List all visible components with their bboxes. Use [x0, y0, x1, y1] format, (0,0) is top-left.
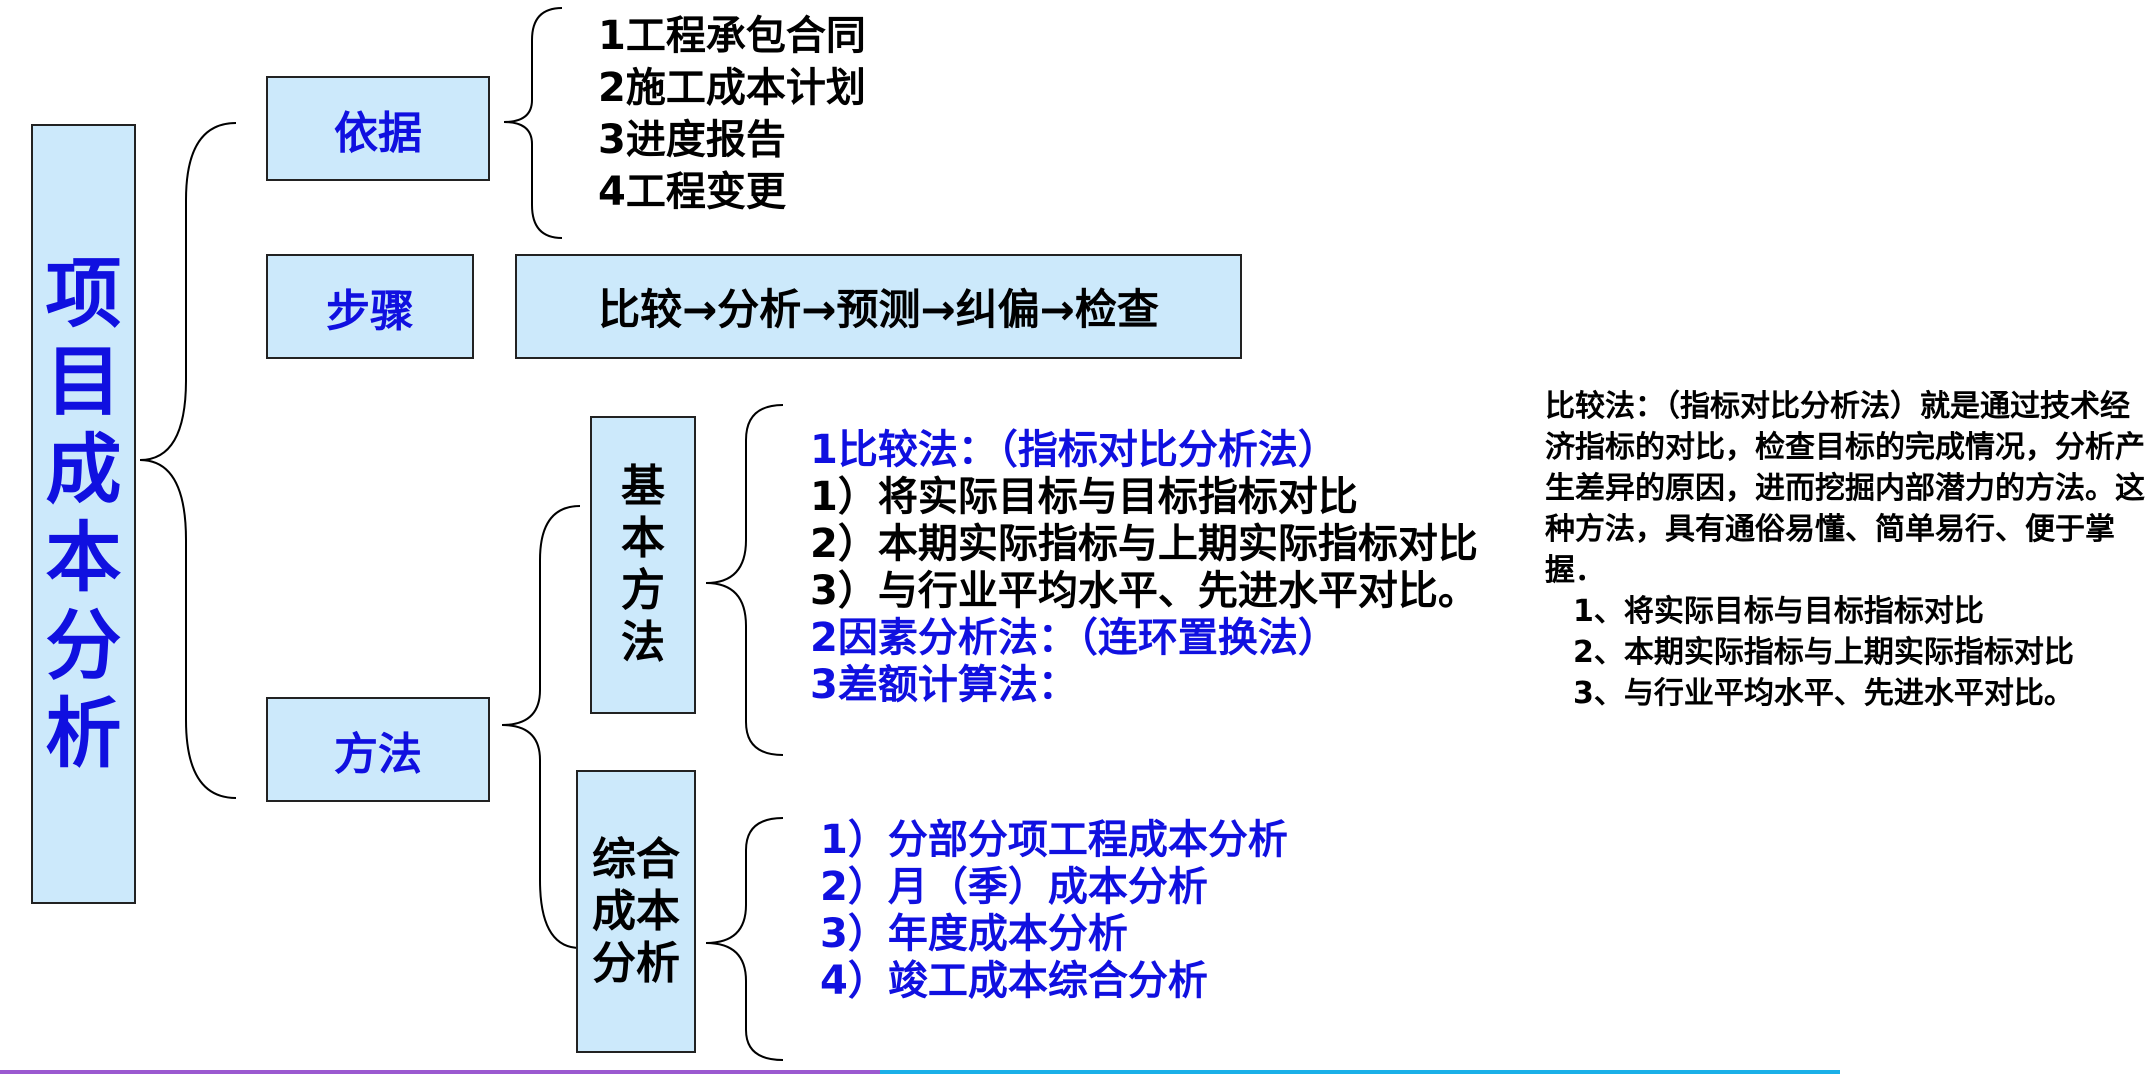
yiju-item: 2施工成本计划 [598, 65, 866, 111]
root-char: 成 [45, 425, 122, 514]
zonghe-item: 2）月（季）成本分析 [820, 864, 1208, 910]
jiben-brace [705, 404, 784, 756]
fangfa-node: 方法 [266, 697, 490, 802]
jiben-node: 基 本 方 法 [590, 416, 696, 714]
jiben-char: 基 [621, 461, 665, 512]
buzhou-flow: 比较→分析→预测→纠偏→检查 [598, 285, 1159, 334]
root-char: 析 [45, 689, 122, 778]
root-char: 分 [45, 601, 122, 690]
root-char: 项 [45, 249, 122, 338]
zonghe-line-char: 综合 [592, 833, 680, 885]
jiben-char: 方 [621, 565, 665, 616]
jiben-char: 本 [621, 513, 665, 564]
buzhou-flow-box: 比较→分析→预测→纠偏→检查 [515, 254, 1242, 359]
zonghe-node: 综合 成本 分析 [576, 770, 696, 1053]
zonghe-line-char: 分析 [592, 937, 680, 989]
explanation-note: 比较法：（指标对比分析法）就是通过技术经济指标的对比，检查目标的完成情况，分析产… [1545, 386, 2150, 714]
jiben-line: 1比较法：（指标对比分析法） [810, 427, 1338, 473]
buzhou-label: 步骤 [326, 285, 414, 337]
note-item: 3、与行业平均水平、先进水平对比。 [1573, 676, 2074, 711]
root-char: 目 [45, 337, 122, 426]
yiju-list: 1工程承包合同 2施工成本计划 3进度报告 4工程变更 [598, 10, 866, 218]
root-char: 本 [45, 513, 122, 602]
yiju-node: 依据 [266, 76, 490, 181]
jiben-label: 基 本 方 法 [621, 461, 665, 669]
zonghe-list: 1）分部分项工程成本分析 2）月（季）成本分析 3）年度成本分析 4）竣工成本综… [820, 817, 1288, 1005]
fangfa-label: 方法 [334, 728, 422, 780]
jiben-line: 1）将实际目标与目标指标对比 [810, 474, 1358, 520]
zonghe-label: 综合 成本 分析 [592, 834, 680, 990]
yiju-item: 4工程变更 [598, 169, 786, 215]
bottom-bar-left [0, 1070, 880, 1074]
note-item: 2、本期实际指标与上期实际指标对比 [1573, 635, 2074, 670]
root-label: 项 目 成 本 分 析 [46, 250, 122, 778]
zonghe-line-char: 成本 [592, 885, 680, 937]
jiben-list: 1比较法：（指标对比分析法） 1）将实际目标与目标指标对比 2）本期实际指标与上… [810, 427, 1478, 709]
root-node: 项 目 成 本 分 析 [31, 124, 136, 904]
buzhou-node: 步骤 [266, 254, 474, 359]
yiju-item: 1工程承包合同 [598, 13, 866, 59]
jiben-line: 2）本期实际指标与上期实际指标对比 [810, 521, 1478, 567]
note-paragraph: 比较法：（指标对比分析法）就是通过技术经济指标的对比，检查目标的完成情况，分析产… [1545, 389, 2145, 588]
jiben-char: 法 [621, 617, 665, 668]
zonghe-item: 4）竣工成本综合分析 [820, 958, 1208, 1004]
zonghe-item: 1）分部分项工程成本分析 [820, 817, 1288, 863]
zonghe-item: 3）年度成本分析 [820, 911, 1128, 957]
jiben-line: 2因素分析法：（连环置换法） [810, 615, 1338, 661]
bottom-bar-right [880, 1070, 1840, 1074]
yiju-item: 3进度报告 [598, 117, 786, 163]
yiju-label: 依据 [334, 107, 422, 159]
note-item: 1、将实际目标与目标指标对比 [1573, 594, 1984, 629]
yiju-brace [503, 7, 563, 239]
jiben-line: 3差额计算法： [810, 662, 1078, 708]
jiben-line: 3）与行业平均水平、先进水平对比。 [810, 568, 1478, 614]
zonghe-brace [705, 817, 784, 1061]
root-brace [139, 122, 237, 799]
fangfa-brace [501, 505, 581, 949]
